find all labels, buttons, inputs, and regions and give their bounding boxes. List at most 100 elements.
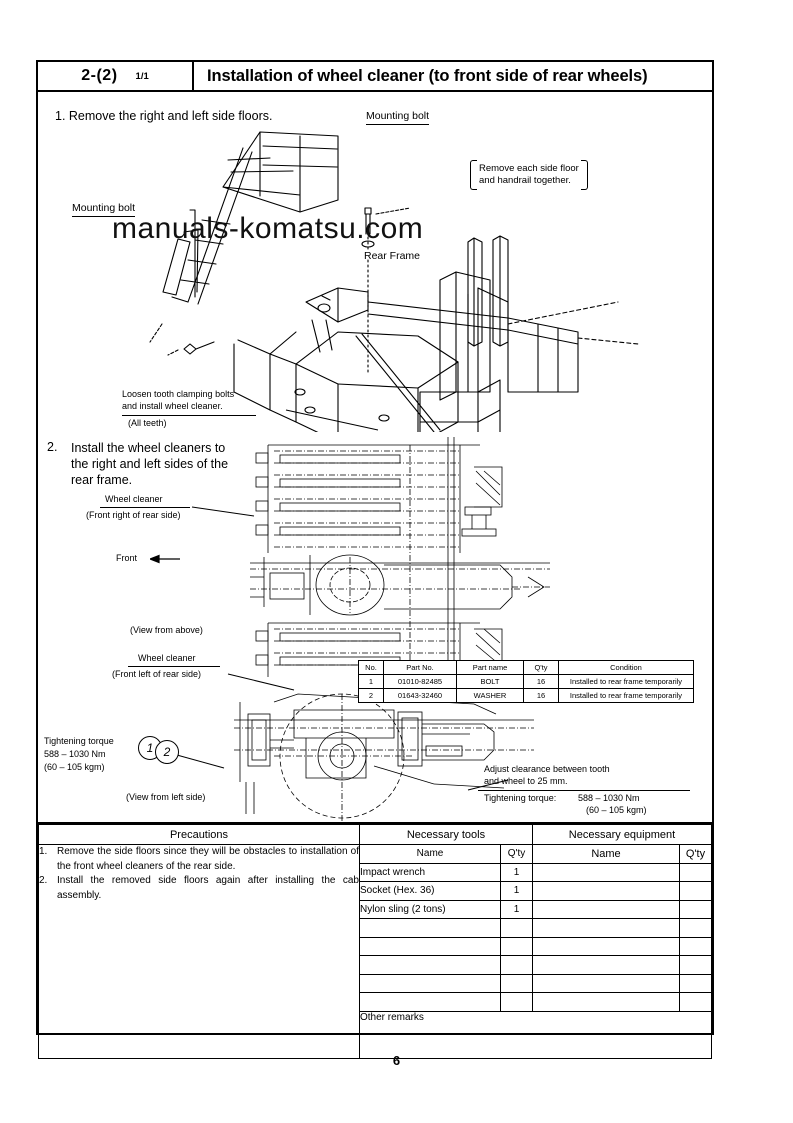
table-row: Nylon sling (2 tons) 1 (39, 899, 712, 919)
header-section-cell: 2-(2) 1/1 (38, 62, 194, 90)
label-adjust-torque-kgm: (60 – 105 kgm) (586, 805, 647, 815)
label-loosen-line-1: Loosen tooth clamping bolts (122, 389, 235, 399)
precaution-item: 2. Install the removed side floors again… (39, 874, 359, 903)
tool-qty: 1 (500, 899, 533, 919)
front-arrow-icon (150, 554, 180, 564)
parts-col-condition: Condition (558, 660, 694, 675)
tool-qty (500, 918, 533, 938)
label-mounting-bolt-left: Mounting bolt (72, 202, 136, 217)
step-2-line-3: rear frame. (71, 473, 133, 487)
callout-line-2: and handrail together. (479, 175, 571, 186)
equipment-qty (679, 862, 712, 882)
callout-line-1: Remove each side floor (479, 163, 579, 174)
equipment-qty (679, 936, 712, 956)
isometric-rear-frame-drawing (149, 131, 639, 432)
label-adjust-torque-title: Tightening torque: (484, 793, 557, 803)
tool-qty: 1 (500, 881, 533, 901)
parts-col-qty: Q'ty (523, 660, 559, 675)
sheet-page-of: 1/1 (135, 70, 149, 82)
tool-name: Socket (Hex. 36) (359, 881, 501, 901)
equipment-name-header: Name (532, 844, 680, 864)
parts-table: No. Part No. Part name Q'ty Condition 1 … (358, 660, 694, 703)
tool-qty (500, 936, 533, 956)
label-view-from-above: (View from above) (130, 625, 203, 635)
parts-cell-part-no: 01010-82485 (383, 674, 457, 689)
other-remarks-cell: Other remarks (359, 1010, 712, 1059)
label-mounting-bolt-top: Mounting bolt (366, 110, 430, 125)
parts-col-no: No. (358, 660, 384, 675)
precautions-header: Precautions (38, 824, 360, 845)
step-2-line-2: the right and left sides of the (71, 457, 229, 471)
label-tightening-torque-title: Tightening torque (44, 736, 114, 746)
precaution-number: 2. (39, 875, 48, 886)
tool-qty (500, 992, 533, 1012)
parts-cell-condition: Installed to rear frame temporarily (558, 688, 694, 703)
bottom-info-table: Precautions Necessary tools Necessary eq… (36, 822, 714, 1059)
equipment-qty (679, 992, 712, 1012)
balloon-2: 2 (155, 740, 179, 764)
drawing-canvas: manuals-komatsu.com (38, 92, 712, 822)
parts-table-header-row: No. Part No. Part name Q'ty Condition (358, 660, 694, 675)
parts-cell-part-no: 01643-32460 (383, 688, 457, 703)
label-view-from-left-side: (View from left side) (126, 792, 206, 802)
label-front-direction: Front (116, 553, 138, 563)
page-number: 6 (392, 1053, 401, 1068)
label-wheel-cleaner-left-sub: (Front left of rear side) (112, 669, 202, 679)
step-1-text: 1. Remove the right and left side floors… (55, 109, 273, 123)
wheel-cleaner-left-underline (128, 666, 220, 667)
other-remarks-row: Other remarks (39, 1010, 712, 1059)
necessary-equipment-header: Necessary equipment (532, 824, 712, 845)
table-row: Socket (Hex. 36) 1 (39, 881, 712, 901)
bottom-subheader-row: 1. Remove the side floors since they wil… (38, 844, 712, 1059)
label-adjust-torque-nm: 588 – 1030 Nm (578, 793, 640, 803)
equipment-qty (679, 918, 712, 938)
page-title: Installation of wheel cleaner (to front … (207, 66, 648, 85)
precaution-text: Remove the side floors since they will b… (57, 846, 359, 872)
section-number: 2-(2) (81, 67, 118, 84)
label-adjust-clearance-1: Adjust clearance between tooth (484, 764, 610, 774)
tool-name (359, 918, 501, 938)
precautions-tools-equipment-table: Precautions Necessary tools Necessary eq… (38, 824, 712, 1059)
step-2-line-1: Install the wheel cleaners to (71, 441, 226, 455)
table-row (39, 936, 712, 956)
tool-name: Nylon sling (2 tons) (359, 899, 501, 919)
parts-cell-no: 1 (358, 674, 384, 689)
equipment-name (532, 955, 680, 975)
bottom-header-row: Precautions Necessary tools Necessary eq… (38, 824, 712, 845)
tool-name (359, 955, 501, 975)
equipment-qty-header: Q'ty (679, 844, 712, 864)
step-2-number: 2. (47, 440, 58, 454)
loosen-underline (122, 415, 256, 416)
table-row (39, 992, 712, 1012)
tool-qty (500, 955, 533, 975)
tool-name (359, 936, 501, 956)
parts-cell-qty: 16 (523, 674, 559, 689)
equipment-qty (679, 955, 712, 975)
label-wheel-cleaner-right-sub: (Front right of rear side) (86, 510, 181, 520)
equipment-qty (679, 973, 712, 993)
label-tightening-torque-nm: 588 – 1030 Nm (44, 749, 106, 759)
adjust-underline (478, 790, 690, 791)
label-loosen-all-teeth: (All teeth) (128, 418, 167, 428)
tool-name (359, 973, 501, 993)
parts-cell-qty: 16 (523, 688, 559, 703)
parts-cell-condition: Installed to rear frame temporarily (558, 674, 694, 689)
equipment-name (532, 992, 680, 1012)
parts-col-part-no: Part No. (383, 660, 457, 675)
tool-name (359, 992, 501, 1012)
equipment-name (532, 881, 680, 901)
precaution-number: 1. (39, 846, 48, 857)
table-row: 2 01643-32460 WASHER 16 Installed to rea… (358, 688, 694, 703)
tool-name: Impact wrench (359, 862, 501, 882)
parts-col-part-name: Part name (456, 660, 524, 675)
label-loosen-line-2: and install wheel cleaner. (122, 401, 223, 411)
equipment-name (532, 899, 680, 919)
parts-cell-part-name: BOLT (456, 674, 524, 689)
parts-cell-part-name: WASHER (456, 688, 524, 703)
side-view-drawing (234, 693, 534, 822)
tool-qty (500, 973, 533, 993)
table-row: 1 01010-82485 BOLT 16 Installed to rear … (358, 674, 694, 689)
table-row (39, 918, 712, 938)
callout-remove-side-floor: Remove each side floor and handrail toge… (470, 158, 588, 192)
label-wheel-cleaner-right: Wheel cleaner (105, 494, 163, 504)
